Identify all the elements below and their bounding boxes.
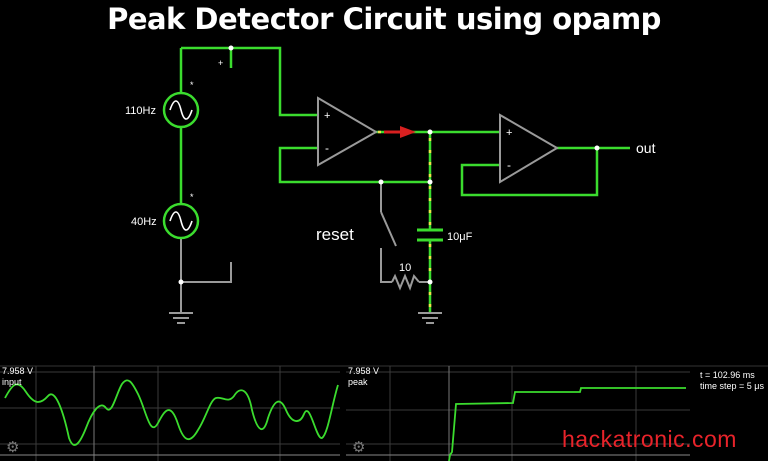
scope-left-name: input bbox=[2, 377, 22, 387]
opamp1-minus: - bbox=[325, 141, 329, 155]
inactive-wires bbox=[180, 182, 430, 312]
opamp2-minus: - bbox=[507, 158, 511, 172]
scope-left-value: 7.958 V bbox=[2, 366, 33, 376]
gear-icon[interactable]: ⚙ bbox=[352, 438, 365, 456]
source1-marker: * bbox=[190, 80, 194, 90]
source1-label: 110Hz bbox=[125, 105, 156, 117]
scope-input[interactable]: 7.958 V input ⚙ bbox=[0, 366, 340, 461]
sim-time: t = 102.96 ms bbox=[700, 370, 755, 380]
page-title: Peak Detector Circuit using opamp bbox=[107, 2, 661, 36]
scope-right-name: peak bbox=[348, 377, 368, 387]
capacitor-label: 10μF bbox=[447, 231, 473, 243]
scope-peak[interactable]: 7.958 V peak ⚙ bbox=[346, 366, 690, 461]
sine-icon bbox=[169, 100, 193, 120]
gear-icon[interactable]: ⚙ bbox=[6, 438, 19, 456]
opamp2-plus: + bbox=[506, 127, 512, 139]
ground-icon bbox=[418, 312, 442, 324]
input-waveform bbox=[4, 379, 339, 446]
ac-source-40hz[interactable]: 40Hz * bbox=[131, 192, 200, 240]
capacitor[interactable]: 10μF bbox=[417, 228, 473, 243]
output-label: out bbox=[636, 140, 656, 156]
plus-marker: + bbox=[218, 58, 223, 68]
brand-watermark: hackatronic.com bbox=[562, 426, 737, 452]
opamp-1[interactable]: + - bbox=[317, 96, 378, 167]
opamp-2[interactable]: + - bbox=[499, 113, 559, 184]
resistor[interactable]: 10 bbox=[391, 262, 420, 291]
sine-icon bbox=[169, 211, 193, 231]
resistor-label: 10 bbox=[399, 262, 411, 274]
active-wires bbox=[179, 46, 630, 312]
junction-dots bbox=[178, 45, 600, 285]
ac-source-110hz[interactable]: 110Hz * bbox=[125, 80, 200, 129]
sim-timestep: time step = 5 μs bbox=[700, 381, 764, 391]
ground-icon bbox=[169, 312, 193, 324]
current-arrow-icon bbox=[400, 126, 416, 138]
source2-marker: * bbox=[190, 192, 194, 202]
scope-right-value: 7.958 V bbox=[348, 366, 379, 376]
reset-switch-label[interactable]: reset bbox=[316, 225, 354, 244]
opamp1-plus: + bbox=[324, 110, 330, 122]
source2-label: 40Hz bbox=[131, 216, 157, 228]
peak-waveform bbox=[448, 387, 686, 461]
